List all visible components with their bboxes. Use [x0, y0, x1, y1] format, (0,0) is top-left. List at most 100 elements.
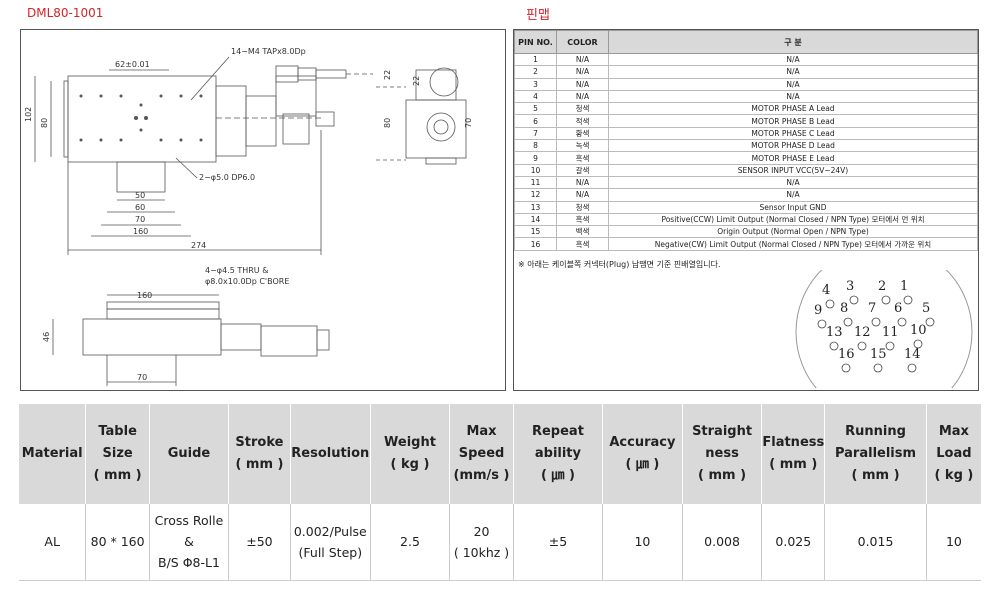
spec-header-line: Load — [936, 446, 972, 461]
pin-color-cell: N/A — [556, 52, 609, 67]
connector-pin-label: 8 — [840, 301, 848, 316]
connector-pin-hole — [881, 295, 891, 305]
pin-desc-cell: N/A — [608, 77, 978, 91]
pin-desc-cell: MOTOR PHASE E Lead — [608, 151, 978, 165]
spec-value-line: 2.5 — [400, 534, 420, 550]
pin-desc-cell: N/A — [608, 188, 978, 202]
spec-value-line: 20 — [473, 523, 490, 539]
pin-color-cell: N/A — [556, 188, 609, 202]
spec-header-line: ( kg ) — [934, 468, 974, 483]
spec-value: 0.002/Pulse(Full Step) — [289, 504, 371, 581]
pin-number-cell: 13 — [514, 200, 557, 214]
spec-value: 20( 10khz ) — [449, 504, 514, 581]
spec-value-line: 0.008 — [704, 534, 740, 550]
tap-note: 14−M4 TAPx8.0Dp — [231, 47, 306, 56]
pin-color-cell: 청색 — [556, 102, 609, 116]
spec-header-line: Max — [938, 424, 969, 439]
dim-160b: 160 — [137, 291, 152, 300]
pin-color-cell: 갈색 — [556, 163, 609, 177]
spec-header: Accuracy( ㎛ ) — [602, 404, 683, 504]
spec-value-line: 0.025 — [775, 534, 812, 550]
pin-desc-cell: N/A — [608, 175, 978, 190]
pin-desc-cell: Origin Output (Normal Open / NPN Type) — [608, 225, 978, 239]
spec-value-line: 0.002/Pulse — [293, 523, 367, 539]
pin-desc-cell: MOTOR PHASE C Lead — [608, 126, 978, 141]
connector-pin-hole — [885, 341, 895, 351]
connector-pin-label: 6 — [894, 301, 902, 316]
dim-22b: 22 — [412, 76, 421, 86]
spec-value-line: 0.015 — [857, 534, 894, 550]
spec-value: ±50 — [228, 504, 291, 581]
pin-desc-cell: N/A — [608, 65, 978, 79]
spec-value: 10 — [925, 504, 981, 581]
connector-pin-hole — [903, 295, 913, 305]
spec-value: 0.008 — [681, 504, 762, 581]
pin-color-cell: 황색 — [556, 126, 609, 141]
pin-number-cell: 11 — [514, 175, 557, 190]
spec-header: Weight( kg ) — [369, 404, 450, 504]
spec-header: Flatness( mm ) — [761, 404, 825, 504]
technical-drawing: 50 60 70 160 274 62±0.01 102 80 14−M4 TA… — [20, 29, 506, 391]
spec-header: Guide — [148, 404, 229, 504]
spec-header-line: ( mm ) — [851, 468, 900, 483]
top-view-table — [67, 75, 217, 163]
spec-header-line: Stroke — [235, 435, 284, 450]
pin-number-cell: 5 — [514, 102, 557, 116]
pin-number-cell: 7 — [514, 126, 557, 141]
connector-pin-hole — [843, 317, 853, 327]
connector-pin-hole — [925, 317, 935, 327]
color-header: COLOR — [556, 30, 609, 54]
pin-desc-cell: N/A — [608, 52, 978, 67]
pin-color-cell: N/A — [556, 65, 609, 79]
connector-pin-hole — [829, 341, 839, 351]
spec-header-line: ( mm ) — [698, 468, 747, 483]
pin-desc-cell: N/A — [608, 89, 978, 104]
connector-pin-label: 4 — [822, 283, 830, 298]
spec-header-line: Repeat — [531, 424, 584, 439]
desc-header: 구 분 — [608, 30, 978, 54]
pin-no-header: PIN NO. — [514, 30, 557, 54]
pin-desc-cell: Negative(CW) Limit Output (Normal Closed… — [608, 237, 978, 251]
dim-80: 80 — [40, 118, 49, 128]
spec-value: 0.015 — [824, 504, 927, 581]
connector-pin-label: 5 — [922, 301, 930, 316]
spec-header-line: ( kg ) — [390, 457, 430, 472]
spec-header: Stroke( mm ) — [228, 404, 291, 504]
pin-desc-cell: MOTOR PHASE B Lead — [608, 114, 978, 128]
pin-note: ※ 아래는 케이블쪽 커넥터(Plug) 납땜면 기준 핀배열입니다. — [518, 260, 721, 269]
pin-color-cell: 백색 — [556, 225, 609, 239]
hole-note: 2−φ5.0 DP6.0 — [199, 173, 255, 182]
connector-pin-hole — [897, 317, 907, 327]
spec-header-line: Guide — [167, 446, 211, 461]
spec-header: Resolution — [289, 404, 371, 504]
pin-desc-cell: MOTOR PHASE D Lead — [608, 139, 978, 153]
pin-number-cell: 1 — [514, 52, 557, 67]
connector-pin-label: 12 — [854, 325, 871, 340]
spec-header-line: Resolution — [291, 446, 370, 461]
connector-pin-hole — [913, 339, 923, 349]
model-title: DML80-1001 — [27, 6, 104, 20]
dim-22: 22 — [383, 70, 392, 80]
spec-header-line: Table — [98, 424, 137, 439]
spec-value: AL — [19, 504, 86, 581]
dim-70: 70 — [135, 215, 145, 224]
spec-value: 80 * 160 — [85, 504, 150, 581]
spec-value-line: & — [184, 534, 194, 550]
connector-pin-hole — [825, 299, 835, 309]
pin-number-cell: 15 — [514, 225, 557, 239]
spec-header-line: Size — [102, 446, 133, 461]
connector-pin-label: 7 — [868, 301, 876, 316]
